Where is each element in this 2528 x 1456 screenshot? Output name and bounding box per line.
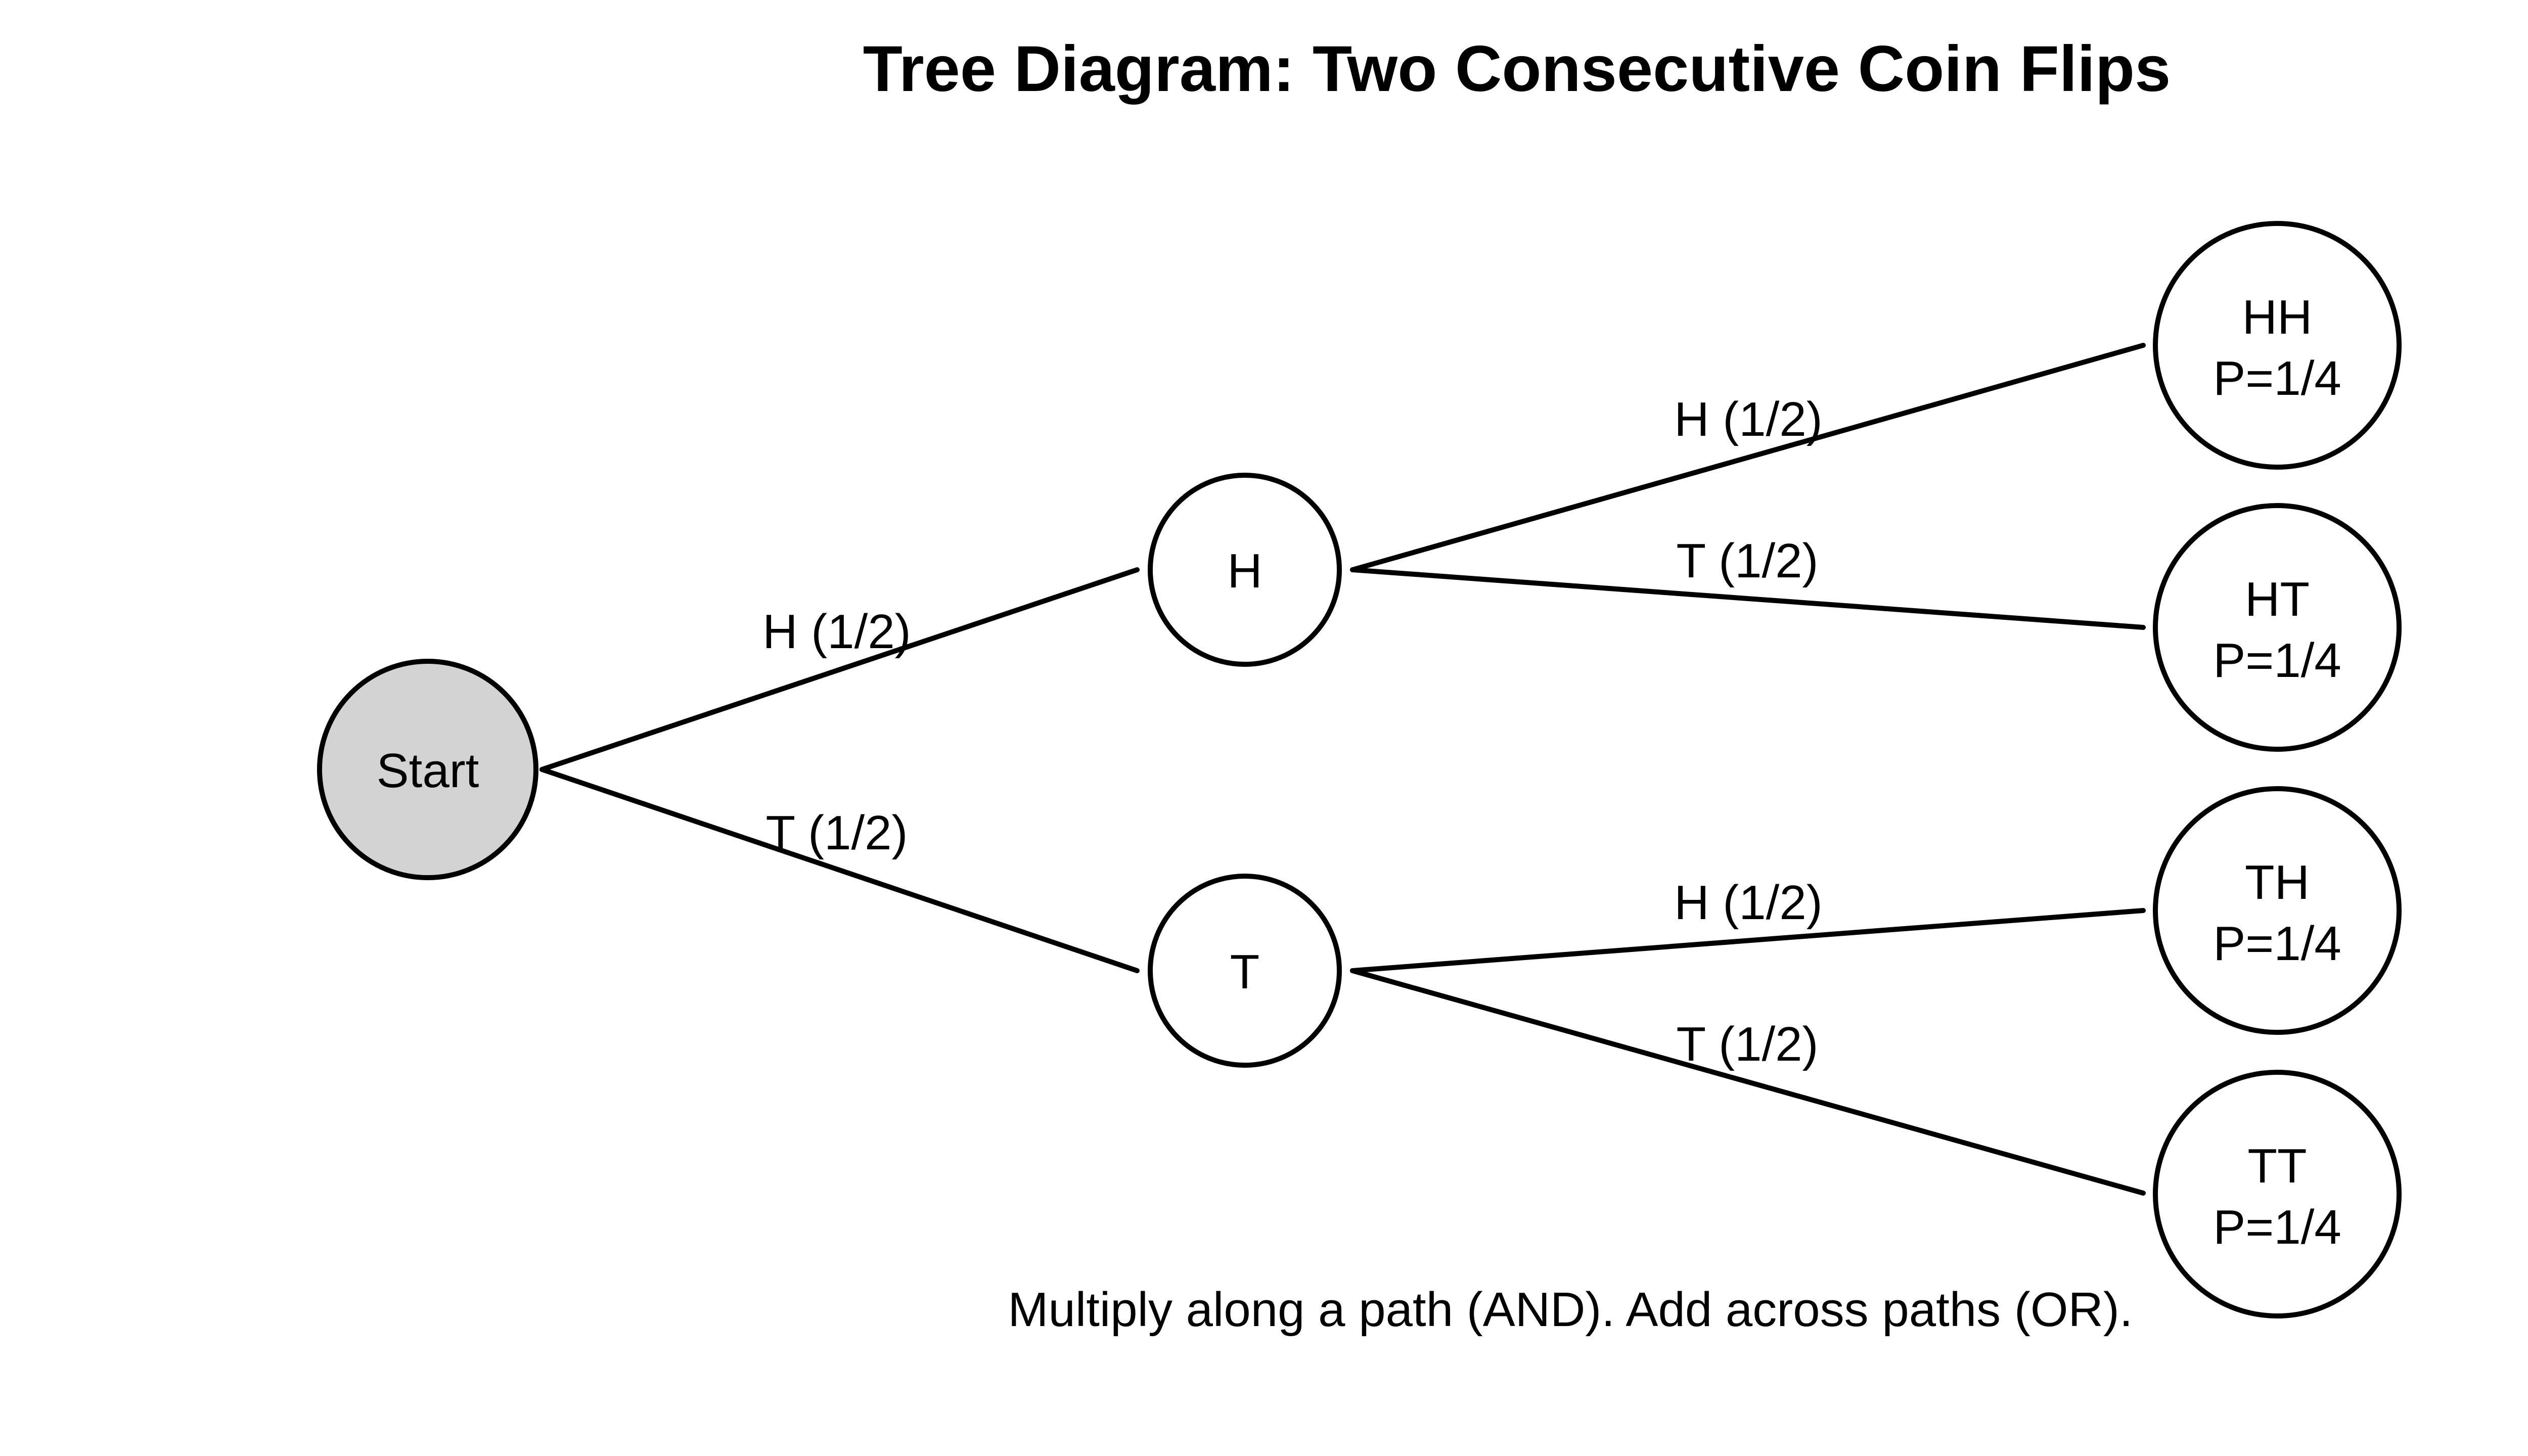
- leaf-hh-outcome: HH: [2242, 290, 2313, 344]
- edge-label-h-hh: H (1/2): [1674, 392, 1822, 446]
- leaf-hh-circle: [2153, 221, 2402, 470]
- node-h: H: [1148, 473, 1342, 667]
- leaf-th-circle: [2153, 786, 2402, 1035]
- node-start-label: Start: [377, 744, 479, 798]
- leaf-ht-circle: [2153, 503, 2402, 752]
- edge-start-t: [539, 767, 1140, 973]
- edge-label-t-tt: T (1/2): [1677, 1017, 1819, 1071]
- edge-start-h: [539, 567, 1140, 772]
- leaf-th-outcome: TH: [2245, 855, 2310, 909]
- leaf-tt-probability: P=1/4: [2213, 1200, 2341, 1254]
- node-h-label: H: [1227, 544, 1262, 598]
- node-start-circle: [317, 659, 538, 880]
- diagram-title: Tree Diagram: Two Consecutive Coin Flips: [863, 33, 2171, 105]
- edge-label-start-t: T (1/2): [766, 806, 908, 860]
- footer-note: Multiply along a path (AND). Add across …: [1008, 1283, 2133, 1337]
- edge-t-th: [1350, 908, 2146, 973]
- leaf-th: TH P=1/4: [2153, 786, 2402, 1035]
- edge-t-tt: [1350, 968, 2146, 1196]
- node-t: T: [1148, 874, 1342, 1068]
- node-start: Start: [317, 659, 538, 880]
- node-t-label: T: [1230, 945, 1260, 999]
- edge-h-ht: [1350, 567, 2146, 630]
- leaf-hh: HH P=1/4: [2153, 221, 2402, 470]
- node-t-circle: [1148, 874, 1342, 1068]
- leaf-tt: TT P=1/4: [2153, 1070, 2402, 1318]
- leaf-hh-probability: P=1/4: [2213, 351, 2341, 405]
- edge-h-hh: [1350, 343, 2146, 572]
- leaf-ht-probability: P=1/4: [2213, 633, 2341, 688]
- leaf-tt-outcome: TT: [2247, 1139, 2307, 1193]
- leaf-ht-outcome: HT: [2245, 572, 2310, 626]
- edge-label-h-ht: T (1/2): [1677, 534, 1819, 588]
- edge-label-start-h: H (1/2): [762, 605, 911, 659]
- leaf-ht: HT P=1/4: [2153, 503, 2402, 752]
- edge-label-t-th: H (1/2): [1674, 876, 1822, 930]
- node-h-circle: [1148, 473, 1342, 667]
- leaf-tt-circle: [2153, 1070, 2402, 1318]
- leaf-th-probability: P=1/4: [2213, 917, 2341, 971]
